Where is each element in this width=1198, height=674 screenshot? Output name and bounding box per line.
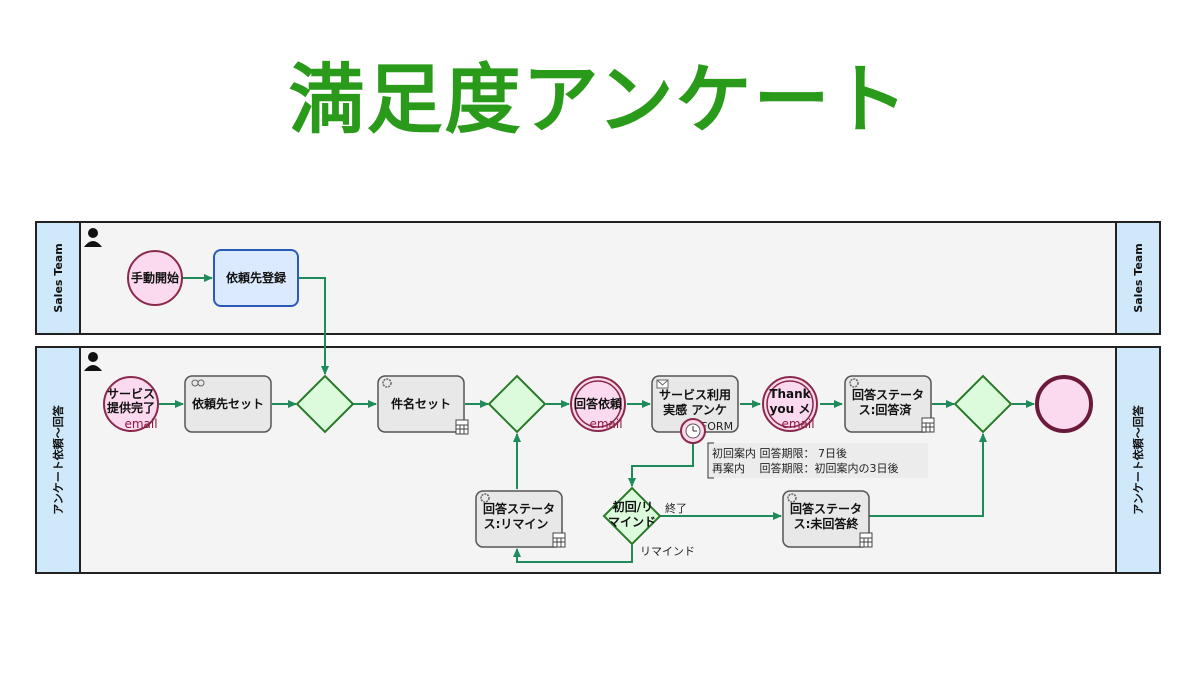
gateway-1[interactable] (295, 374, 355, 434)
manual-start-event[interactable]: 手動開始 (127, 250, 183, 306)
lane-header-right (1115, 221, 1161, 335)
node-label-2: ス:未回答終 (794, 516, 860, 531)
node-label-1: Thank (769, 387, 811, 401)
email-tag: email (589, 417, 622, 431)
first-remind-gateway[interactable]: 初回/リ マインド (602, 486, 662, 546)
calculator-icon (859, 532, 873, 548)
node-label-1: 回答ステータ (790, 501, 862, 516)
envelope-icon (656, 379, 669, 389)
node-label-1: 回答ステータ (852, 387, 924, 402)
calculator-icon (552, 532, 566, 548)
lane-label-right: アンケート依頼〜回答 (1131, 404, 1145, 515)
node-label: 件名セット (391, 396, 451, 411)
node-label-1: 回答ステータ (483, 501, 555, 516)
timer-annotation: 初回案内 回答期限： 7日後 再案内 回答期限：初回案内の3日後 (707, 442, 928, 479)
register-dest-task[interactable]: 依頼先登録 (213, 249, 299, 307)
gear-icon (787, 493, 797, 503)
gear-icon (382, 378, 392, 388)
gateway-3[interactable] (953, 374, 1013, 434)
lane-sales-team: Sales Team Sales Team (35, 221, 1161, 335)
page-title: 満足度アンケート (288, 55, 910, 144)
node-label-1: 初回/リ (613, 499, 653, 514)
status-done-task[interactable]: 回答ステータ ス:回答済 (844, 375, 935, 433)
gear-icon (480, 493, 490, 503)
gear-icon (849, 378, 859, 388)
service-done-start-event[interactable]: サービス 提供完了 email (103, 376, 159, 432)
node-label: 手動開始 (131, 270, 179, 285)
lane-header-right (1115, 346, 1161, 574)
lane-header-left (35, 346, 81, 574)
thank-you-event[interactable]: Thank you メ email (762, 376, 818, 432)
node-label-2: you メ (770, 402, 811, 416)
clock-icon[interactable] (680, 418, 706, 444)
timer-note-line2: 再案内 回答期限：初回案内の3日後 (712, 461, 899, 475)
node-label-2: 提供完了 (107, 400, 155, 415)
node-label-2: 実感 アンケ (663, 402, 727, 417)
node-label: 回答依頼 (574, 396, 623, 411)
answer-request-event[interactable]: 回答依頼 email (570, 376, 626, 432)
set-subject-task[interactable]: 件名セット (377, 375, 469, 435)
flow-label-remind: リマインド (640, 545, 695, 558)
lane-label-left: アンケート依頼〜回答 (51, 404, 65, 515)
node-label-1: サービス利用 (659, 387, 731, 402)
lane-label-left: Sales Team (52, 243, 65, 312)
node-label-2: ス:回答済 (859, 402, 913, 417)
end-event[interactable] (1035, 375, 1093, 433)
lane-header-left (35, 221, 81, 335)
status-unanswered-task[interactable]: 回答ステータ ス:未回答終 (782, 490, 873, 548)
gateway-2[interactable] (487, 374, 547, 434)
node-label-2: マインド (608, 515, 656, 529)
form-tag: FORM (701, 420, 733, 433)
node-label-1: サービス (107, 386, 155, 401)
person-icon (84, 228, 102, 247)
node-label-2: ス:リマイン (484, 517, 549, 531)
people-icon (191, 379, 205, 387)
survey-form-task[interactable]: サービス利用 実感 アンケ FORM (651, 375, 739, 444)
status-remind-task[interactable]: 回答ステータ ス:リマイン (475, 490, 566, 548)
calculator-icon (921, 417, 935, 433)
set-dest-task[interactable]: 依頼先セット (184, 375, 272, 433)
email-tag: email (124, 417, 157, 431)
lane-label-right: Sales Team (1132, 243, 1145, 312)
email-tag: email (781, 417, 814, 431)
person-icon (84, 352, 102, 371)
sequence-flows (159, 274, 1035, 563)
flow-label-end: 終了 (665, 501, 687, 515)
timer-note-line1: 初回案内 回答期限： 7日後 (712, 446, 847, 460)
calculator-icon (455, 419, 469, 435)
node-label: 依頼先セット (192, 396, 264, 411)
node-label: 依頼先登録 (226, 270, 287, 285)
